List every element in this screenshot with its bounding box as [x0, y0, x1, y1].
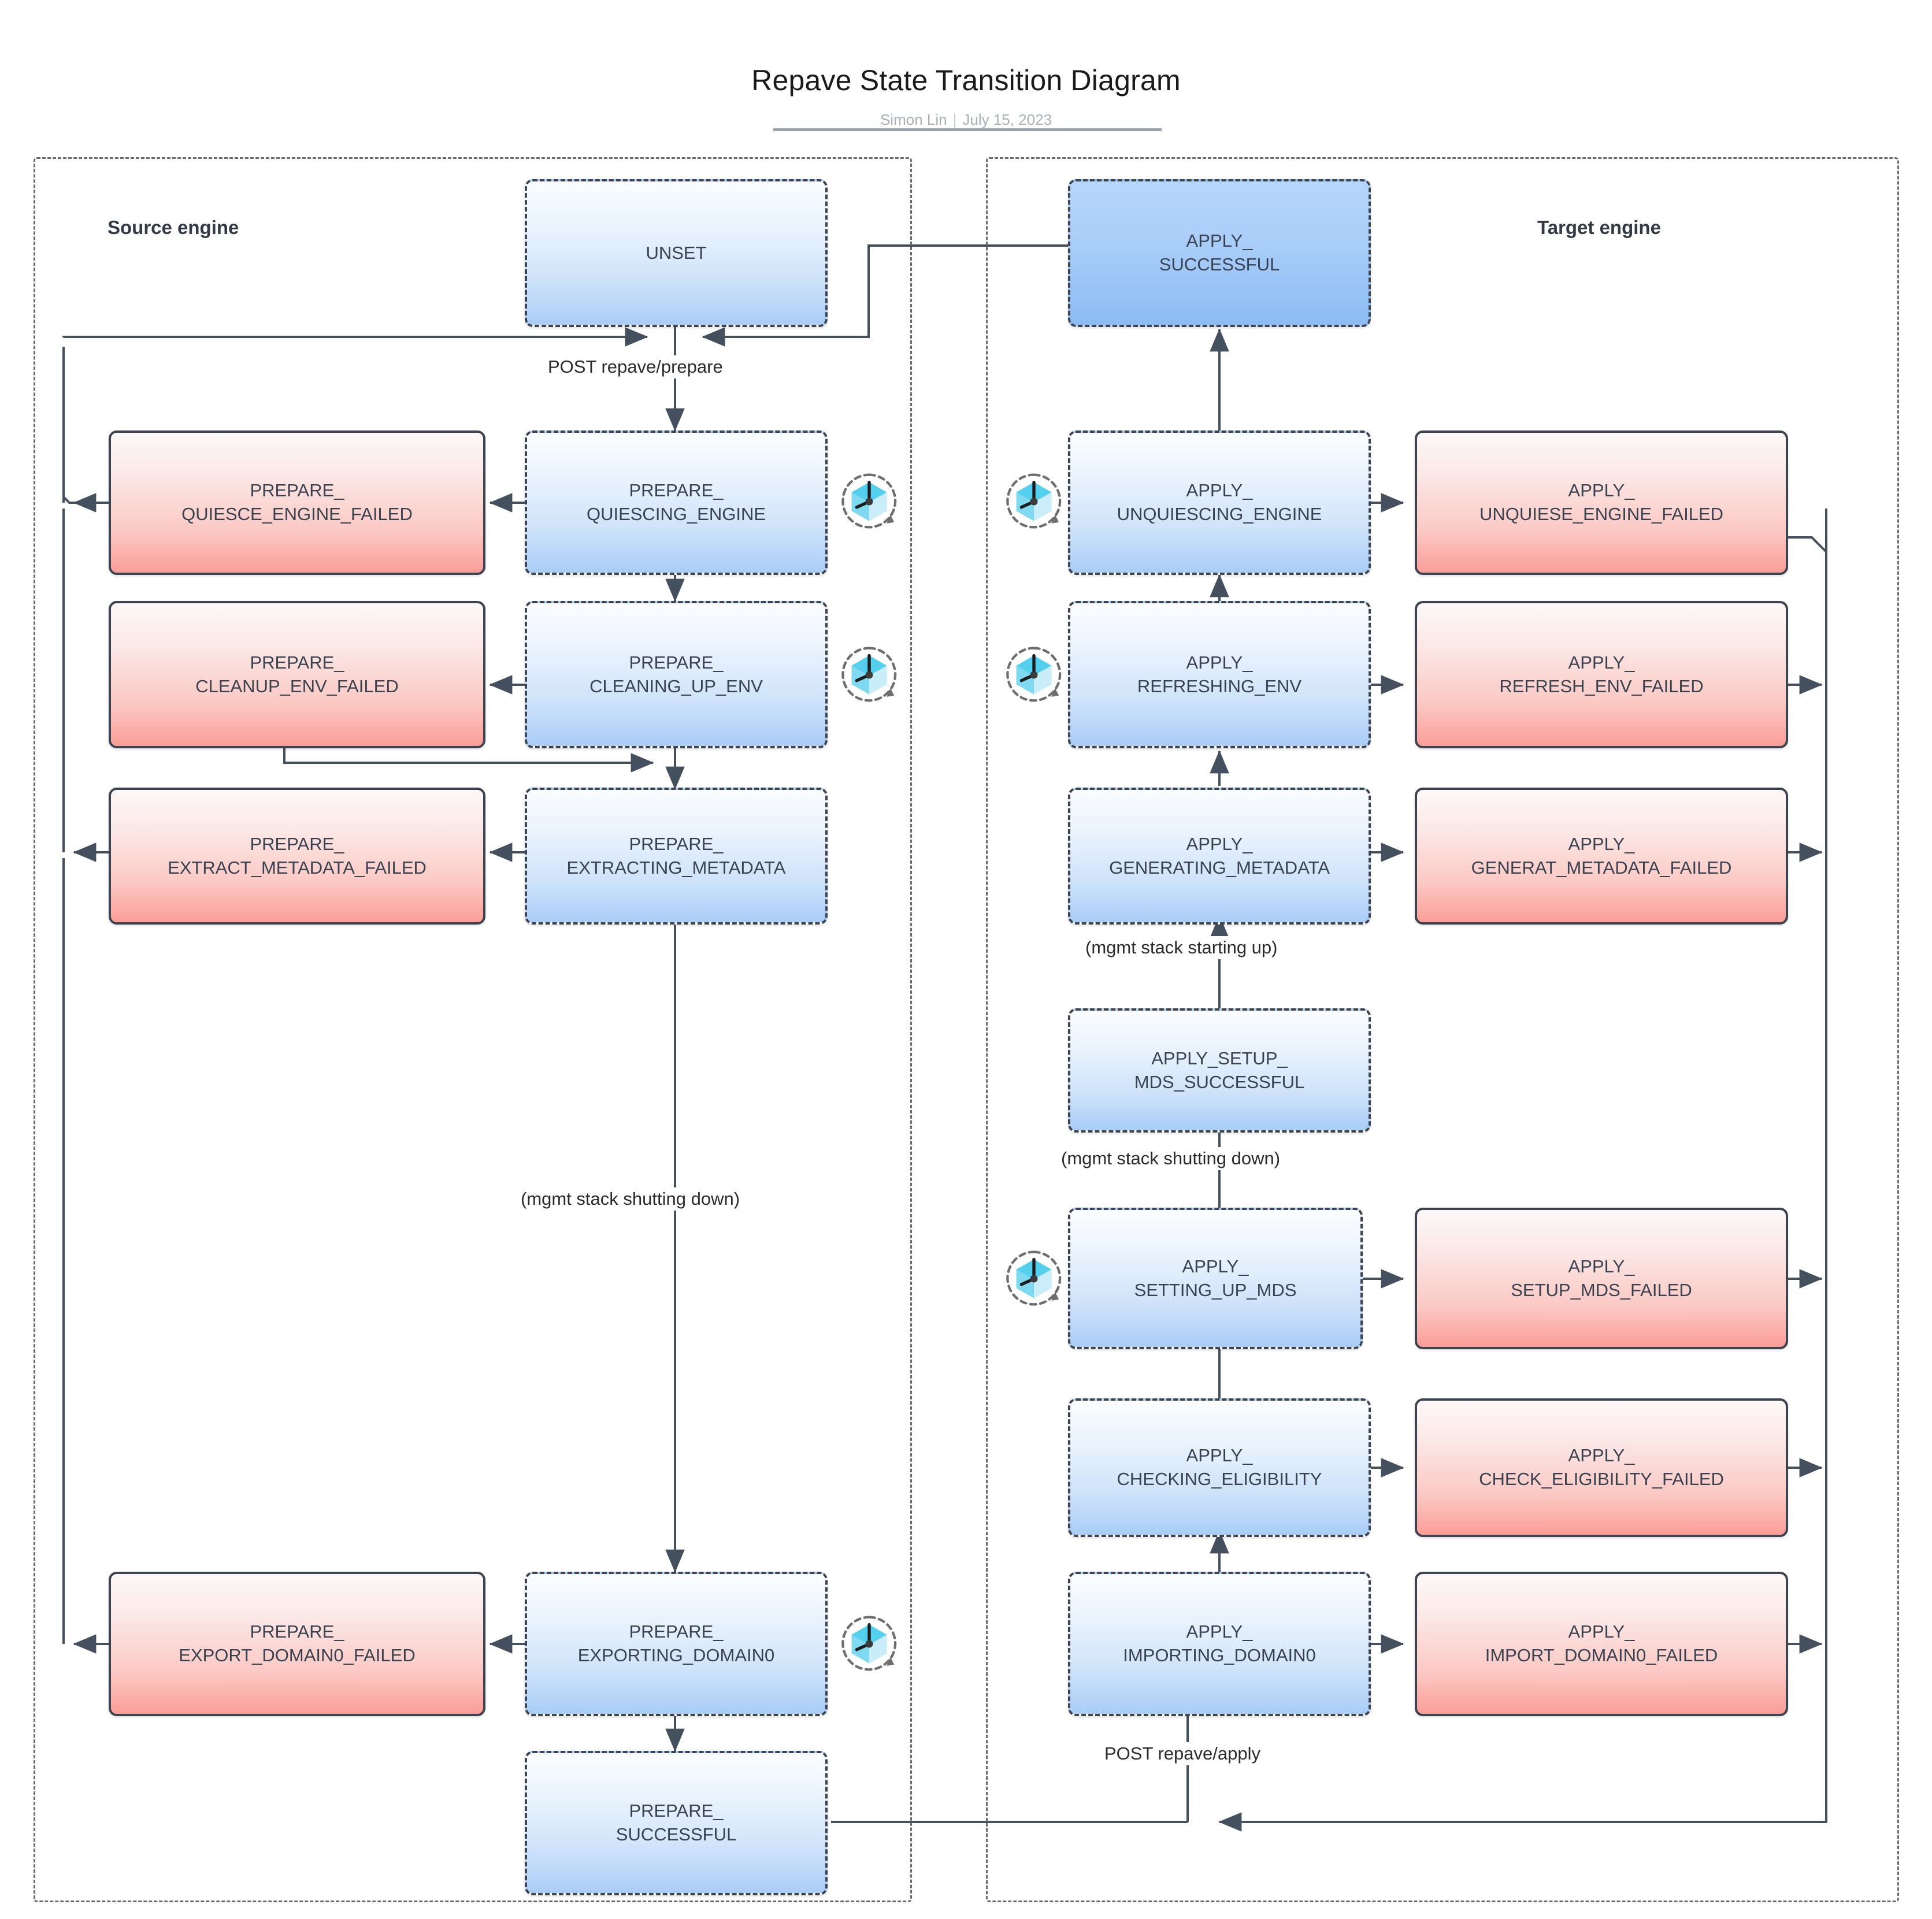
node-apply-refresh-env-failed[interactable]: APPLY_ REFRESH_ENV_FAILED [1415, 601, 1788, 748]
node-prepare-export-domain0-failed[interactable]: PREPARE_ EXPORT_DOMAIN0_FAILED [109, 1572, 485, 1716]
node-apply-checking-eligibility[interactable]: APPLY_ CHECKING_ELIGIBILITY [1068, 1398, 1371, 1537]
node-prepare-extracting-metadata[interactable]: PREPARE_ EXTRACTING_METADATA [525, 788, 828, 925]
node-apply-check-eligibility-failed[interactable]: APPLY_ CHECK_ELIGIBILITY_FAILED [1415, 1398, 1788, 1537]
edge-label-mgmt-stack-starting-up: (mgmt stack starting up) [1081, 936, 1282, 959]
title-underline [773, 128, 1162, 131]
node-apply-unquiescing-engine[interactable]: APPLY_ UNQUIESCING_ENGINE [1068, 430, 1371, 575]
page-subtitle: Simon Lin | July 15, 2023 [0, 111, 1932, 129]
subtitle-separator: | [952, 111, 957, 128]
cube-timer-icon [1003, 1247, 1065, 1309]
node-apply-setup-mds-failed[interactable]: APPLY_ SETUP_MDS_FAILED [1415, 1208, 1788, 1349]
node-apply-refreshing-env[interactable]: APPLY_ REFRESHING_ENV [1068, 601, 1371, 748]
page-title: Repave State Transition Diagram [751, 64, 1181, 96]
node-apply-import-domain0-failed[interactable]: APPLY_ IMPORT_DOMAIN0_FAILED [1415, 1572, 1788, 1716]
panel-source-engine [34, 157, 912, 1902]
panel-target-engine-label: Target engine [1537, 217, 1661, 238]
node-apply-setting-up-mds[interactable]: APPLY_ SETTING_UP_MDS [1068, 1208, 1363, 1349]
node-prepare-quiescing-engine[interactable]: PREPARE_ QUIESCING_ENGINE [525, 430, 828, 575]
cube-timer-icon [838, 1612, 900, 1675]
date-text: July 15, 2023 [962, 111, 1052, 128]
panel-target-engine [986, 157, 1899, 1902]
node-prepare-quiesce-engine-failed[interactable]: PREPARE_ QUIESCE_ENGINE_FAILED [109, 430, 485, 575]
node-apply-generating-metadata[interactable]: APPLY_ GENERATING_METADATA [1068, 788, 1371, 925]
node-apply-successful[interactable]: APPLY_ SUCCESSFUL [1068, 179, 1371, 327]
node-apply-generat-metadata-failed[interactable]: APPLY_ GENERAT_METADATA_FAILED [1415, 788, 1788, 925]
cube-timer-icon [1003, 470, 1065, 532]
edge-label-post-repave-apply: POST repave/apply [1100, 1742, 1265, 1765]
cube-timer-icon [838, 470, 900, 532]
cube-timer-icon [838, 643, 900, 706]
node-unset[interactable]: UNSET [525, 179, 828, 327]
node-apply-setup-mds-successful[interactable]: APPLY_SETUP_ MDS_SUCCESSFUL [1068, 1008, 1371, 1133]
cube-timer-icon [1003, 643, 1065, 706]
node-apply-importing-domain0[interactable]: APPLY_ IMPORTING_DOMAIN0 [1068, 1572, 1371, 1716]
node-prepare-successful[interactable]: PREPARE_ SUCCESSFUL [525, 1751, 828, 1895]
node-prepare-extract-metadata-failed[interactable]: PREPARE_ EXTRACT_METADATA_FAILED [109, 788, 485, 925]
node-apply-unquiese-engine-failed[interactable]: APPLY_ UNQUIESE_ENGINE_FAILED [1415, 430, 1788, 575]
edge-label-mgmt-stack-shutting-down-right: (mgmt stack shutting down) [1056, 1147, 1285, 1170]
edge-label-post-repave-prepare: POST repave/prepare [543, 355, 728, 378]
node-prepare-cleanup-env-failed[interactable]: PREPARE_ CLEANUP_ENV_FAILED [109, 601, 485, 748]
panel-source-engine-label: Source engine [107, 217, 239, 238]
author-name: Simon Lin [880, 111, 947, 128]
node-prepare-exporting-domain0[interactable]: PREPARE_ EXPORTING_DOMAIN0 [525, 1572, 828, 1716]
edge-label-mgmt-stack-shutting-down-left: (mgmt stack shutting down) [516, 1187, 745, 1211]
node-prepare-cleaning-up-env[interactable]: PREPARE_ CLEANING_UP_ENV [525, 601, 828, 748]
